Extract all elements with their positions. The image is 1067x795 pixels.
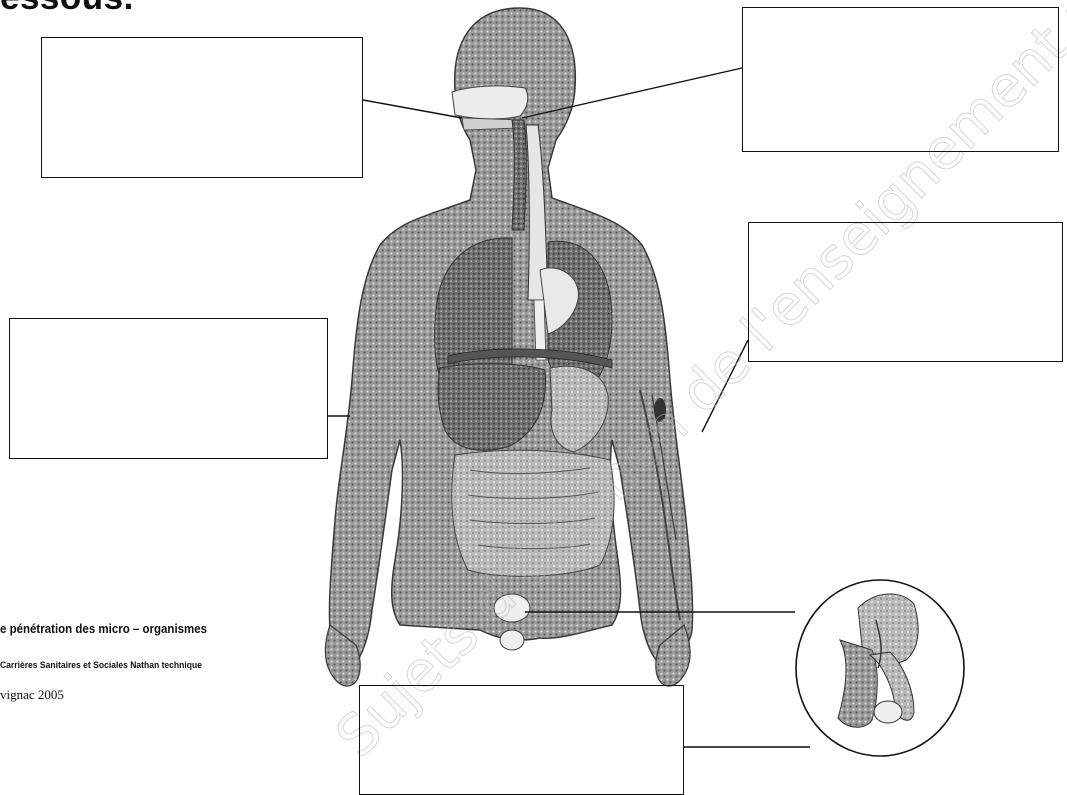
label-box-nose[interactable]: [41, 37, 363, 178]
label-box-lungs[interactable]: [9, 318, 328, 459]
label-box-genital[interactable]: [359, 685, 684, 795]
caption-source: Carrières Sanitaires et Sociales Nathan …: [0, 660, 202, 671]
leader-line-nose: [363, 100, 462, 118]
caption-author-year: vignac 2005: [0, 687, 64, 703]
caption-title: e pénétration des micro – organismes: [0, 622, 207, 636]
label-box-skin[interactable]: [748, 222, 1063, 362]
label-box-mouth[interactable]: [742, 7, 1059, 152]
genital-inset: [796, 580, 964, 756]
